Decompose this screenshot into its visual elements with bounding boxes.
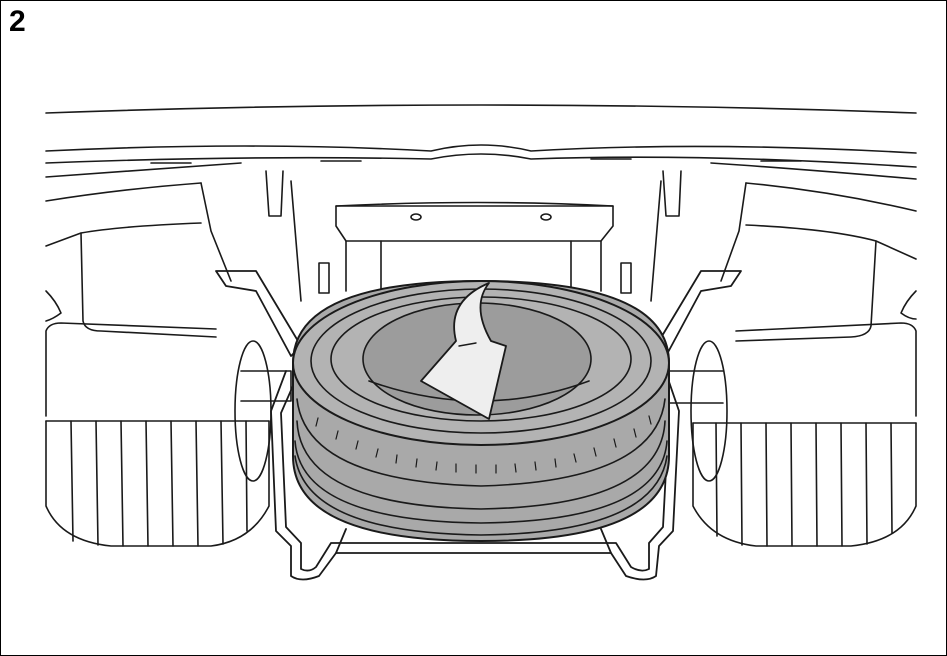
spare-tire-carrier [215, 270, 742, 581]
left-rear-wheel [45, 322, 292, 547]
step-number: 2 [9, 5, 26, 38]
left-body-panel [45, 182, 232, 338]
right-body-panel [720, 182, 917, 342]
rear-bumper [45, 104, 917, 180]
right-rear-wheel [668, 322, 917, 547]
rotate-arrow-icon [420, 282, 507, 420]
